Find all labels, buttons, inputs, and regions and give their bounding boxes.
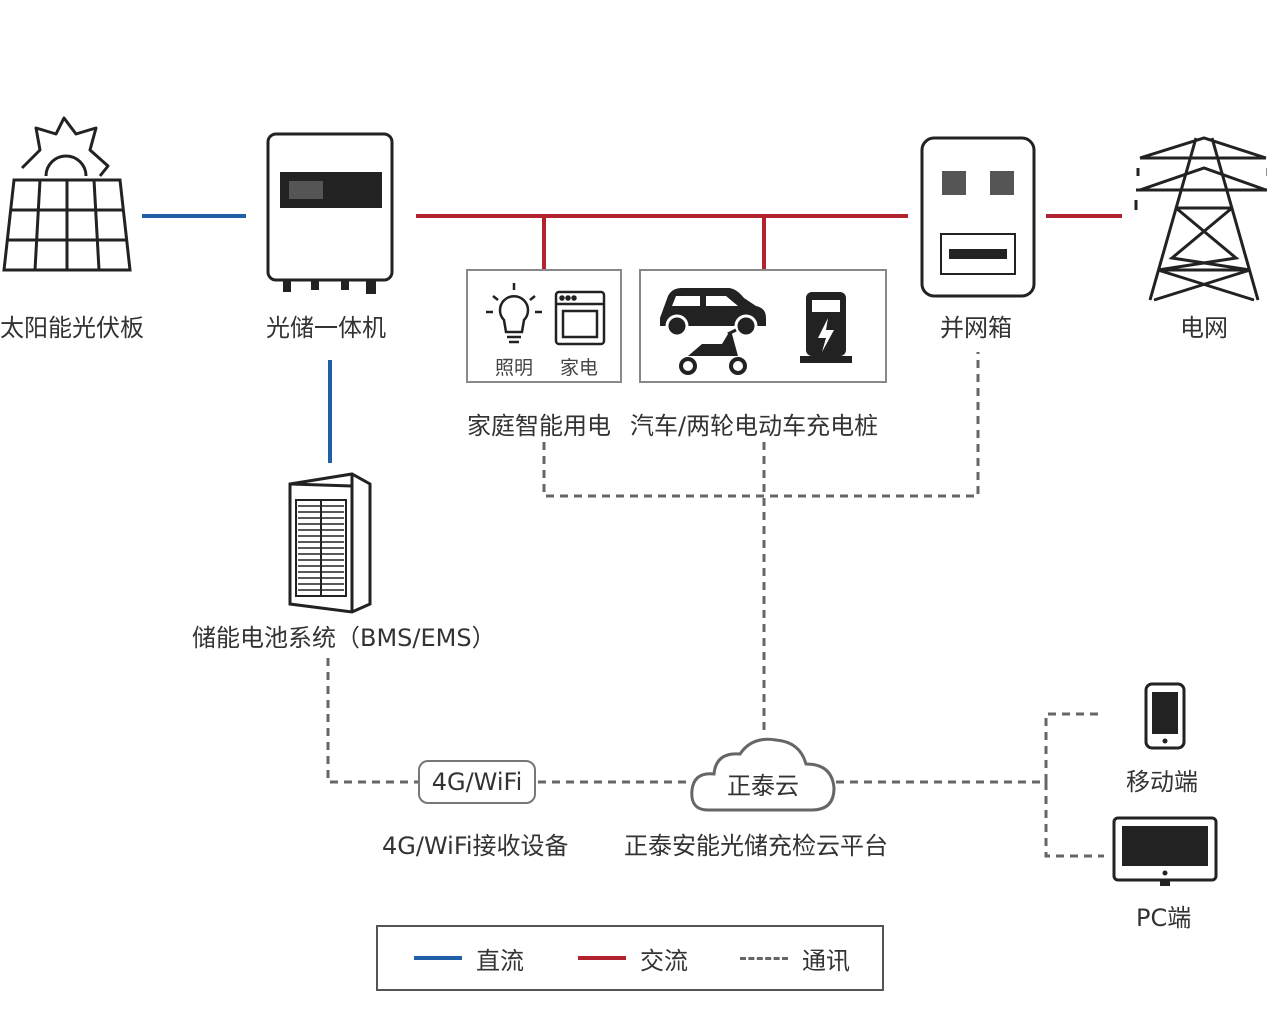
- cloud-tag: 正泰云: [727, 772, 799, 800]
- legend-comm-swatch: [740, 956, 788, 960]
- grid-box-label: 并网箱: [940, 314, 1012, 342]
- legend-dc: 直流: [414, 927, 524, 989]
- bulb-icon: [486, 283, 542, 344]
- receiver-label: 4G/WiFi接收设备: [382, 832, 569, 860]
- solar-panel-label: 太阳能光伏板: [0, 314, 144, 342]
- home-power-box: [466, 269, 622, 383]
- appliance-label: 家电: [560, 357, 599, 379]
- legend-comm: 通讯: [740, 927, 850, 989]
- legend-dc-label: 直流: [476, 946, 524, 975]
- inverter-icon: [266, 132, 394, 294]
- pc-label: PC端: [1136, 904, 1192, 932]
- cloud-icon: [690, 737, 836, 812]
- oven-icon: [554, 290, 606, 346]
- battery-cabinet-icon: [288, 472, 372, 614]
- mobile-label: 移动端: [1126, 768, 1198, 796]
- battery-label: 储能电池系统（BMS/EMS）: [192, 624, 496, 652]
- phone-icon: [1144, 682, 1186, 750]
- ev-charger-label: 汽车/两轮电动车充电桩: [630, 412, 879, 440]
- legend-ac-label: 交流: [640, 946, 688, 975]
- legend: 直流 交流 通讯: [376, 925, 884, 991]
- receiver-tag: 4G/WiFi: [418, 760, 536, 804]
- ev-charger-box: [639, 269, 887, 383]
- power-tower-icon: [1134, 136, 1267, 302]
- cloud-platform-label: 正泰安能光储充检云平台: [624, 832, 888, 860]
- home-power-label: 家庭智能用电: [467, 412, 611, 440]
- grid-box-icon: [920, 136, 1036, 298]
- comm-lines: [326, 352, 1104, 858]
- lighting-label: 照明: [495, 357, 534, 379]
- monitor-icon: [1112, 816, 1218, 886]
- inverter-label: 光储一体机: [266, 314, 386, 342]
- legend-dc-swatch: [414, 956, 462, 960]
- legend-comm-label: 通讯: [802, 946, 850, 975]
- scooter-icon: [679, 328, 747, 375]
- legend-ac-swatch: [578, 956, 626, 960]
- solar-panel-icon: [2, 116, 132, 272]
- legend-ac: 交流: [578, 927, 688, 989]
- car-icon: [660, 288, 766, 338]
- grid-label: 电网: [1180, 314, 1228, 342]
- charging-pile-icon: [800, 292, 852, 363]
